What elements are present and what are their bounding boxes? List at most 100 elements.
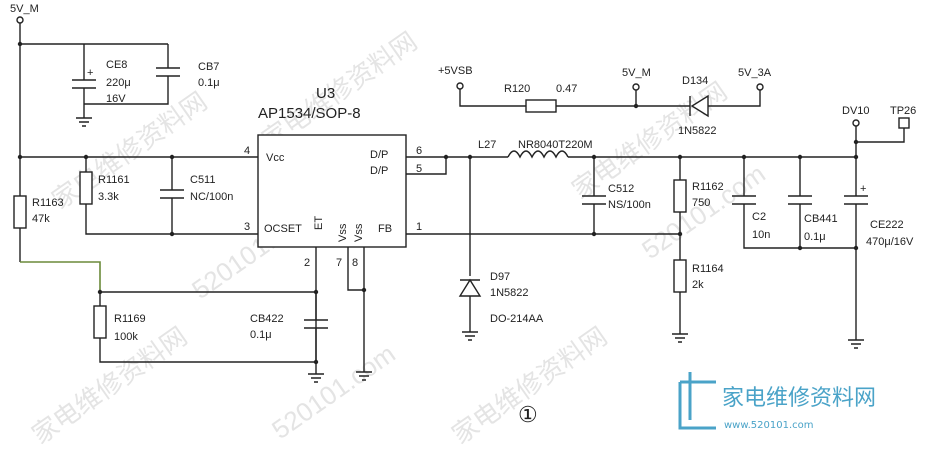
pin-number-5: 5	[416, 163, 422, 175]
resistor-r120	[525, 99, 557, 113]
net-label-5v3a: 5V_3A	[738, 67, 772, 79]
label-r1162-value: 750	[692, 197, 710, 209]
wire-5vsb	[459, 89, 526, 107]
junction-dot	[591, 231, 597, 237]
label-cb441-value: 0.1μ	[804, 231, 826, 243]
label-ce8-voltage: 16V	[106, 93, 126, 105]
label-r1169: R1169	[114, 313, 146, 325]
terminal-5vm-top	[632, 83, 640, 91]
net-label-dv10: DV10	[842, 105, 870, 117]
junction-dot	[853, 245, 859, 251]
chip-u3	[257, 134, 407, 248]
label-ce222-value: 470μ/16V	[866, 236, 914, 248]
wire-vss	[347, 247, 365, 372]
figure-number: ①	[518, 402, 538, 427]
logo-url: www.520101.com	[724, 420, 814, 431]
label-cb422: CB422	[250, 313, 284, 325]
capacitor-c2	[732, 157, 856, 249]
label-r1169-value: 100k	[114, 331, 138, 343]
wire-d134	[689, 90, 761, 116]
label-l27-value: NR8040T220M	[518, 139, 593, 151]
label-c2: C2	[752, 211, 766, 223]
capacitor-c511	[160, 157, 184, 234]
pin-label-dp2: D/P	[370, 165, 388, 177]
pin-label-dp1: D/P	[370, 149, 388, 161]
ground-icon	[76, 117, 92, 127]
ground-icon	[672, 292, 688, 343]
label-r1161: R1161	[98, 174, 130, 186]
label-cb7: CB7	[198, 61, 219, 73]
terminal-5vsb	[456, 82, 464, 90]
label-r1163: R1163	[32, 197, 64, 209]
ground-icon	[356, 371, 372, 381]
capacitor-c512	[582, 157, 606, 234]
net-label-5vm-left: 5V_M	[10, 3, 39, 15]
capacitor-cb441	[788, 157, 812, 248]
capacitor-ce222	[844, 157, 868, 340]
resistor-r1163	[13, 195, 27, 229]
net-label-5vm-top: 5V_M	[622, 67, 651, 79]
junction-dot	[797, 245, 803, 251]
label-d97-value: 1N5822	[490, 287, 529, 299]
capacitor-ce8: +	[72, 44, 96, 127]
label-c511-value: NC/100n	[190, 191, 233, 203]
svg-text:+: +	[87, 67, 93, 79]
wire-r1169	[99, 292, 316, 363]
label-r120-value: 0.47	[556, 83, 577, 95]
label-r120: R120	[504, 83, 530, 95]
label-ce8-value: 220μ	[106, 77, 131, 89]
pin-number-2: 2	[304, 257, 310, 269]
label-d97-package: DO-214AA	[490, 313, 544, 325]
label-r1163-value: 47k	[32, 213, 50, 225]
pin-label-ocset: OCSET	[264, 223, 302, 235]
label-r1164: R1164	[692, 263, 724, 275]
test-point-tp26	[898, 117, 910, 129]
inductor-l27	[507, 150, 569, 159]
wire-tp26	[856, 128, 905, 143]
pin-number-7: 7	[336, 257, 342, 269]
watermark-url: 520101.com	[266, 338, 400, 445]
pin-number-4: 4	[244, 145, 250, 157]
pin-number-6: 6	[416, 145, 422, 157]
wire-ocset	[85, 157, 258, 235]
terminal-5vm-left	[16, 16, 24, 24]
terminal-5v3a	[756, 83, 764, 91]
svg-text:+: +	[860, 183, 866, 195]
label-cb422-value: 0.1μ	[250, 329, 272, 341]
label-r1162: R1162	[692, 181, 724, 193]
terminal-dv10	[852, 119, 860, 127]
junction-dot	[853, 139, 859, 145]
label-ce222: CE222	[870, 219, 904, 231]
logo: 家电维修资料网 www.520101.com	[678, 372, 876, 431]
label-c512-value: NS/100n	[608, 199, 651, 211]
ground-icon	[848, 339, 864, 349]
label-cb7-value: 0.1μ	[198, 77, 220, 89]
net-label-tp26: TP26	[890, 105, 916, 117]
pin-number-1: 1	[416, 221, 422, 233]
label-u3-part: AP1534/SOP-8	[258, 105, 361, 122]
label-d97: D97	[490, 271, 510, 283]
label-u3: U3	[316, 85, 335, 102]
label-d134-value: 1N5822	[678, 125, 717, 137]
resistor-r1161	[79, 171, 93, 205]
label-r1164-value: 2k	[692, 279, 704, 291]
pin-label-fb: FB	[378, 223, 392, 235]
wire-green	[20, 261, 101, 292]
ground-icon	[460, 279, 480, 341]
label-c2-value: 10n	[752, 229, 770, 241]
label-ce8: CE8	[106, 59, 127, 71]
capacitor-cb7	[84, 44, 180, 105]
junction-dot	[361, 287, 367, 293]
watermark-url: 520101.com	[636, 158, 770, 265]
pin-number-3: 3	[244, 221, 250, 233]
logo-text: 家电维修资料网	[722, 386, 876, 411]
label-c512: C512	[608, 183, 634, 195]
capacitor-cb422	[304, 292, 328, 362]
label-r1161-value: 3.3k	[98, 191, 119, 203]
label-cb441: CB441	[804, 213, 838, 225]
diode-d97	[458, 278, 482, 297]
net-label-5vsb: +5VSB	[438, 65, 473, 77]
label-d134: D134	[682, 75, 708, 87]
